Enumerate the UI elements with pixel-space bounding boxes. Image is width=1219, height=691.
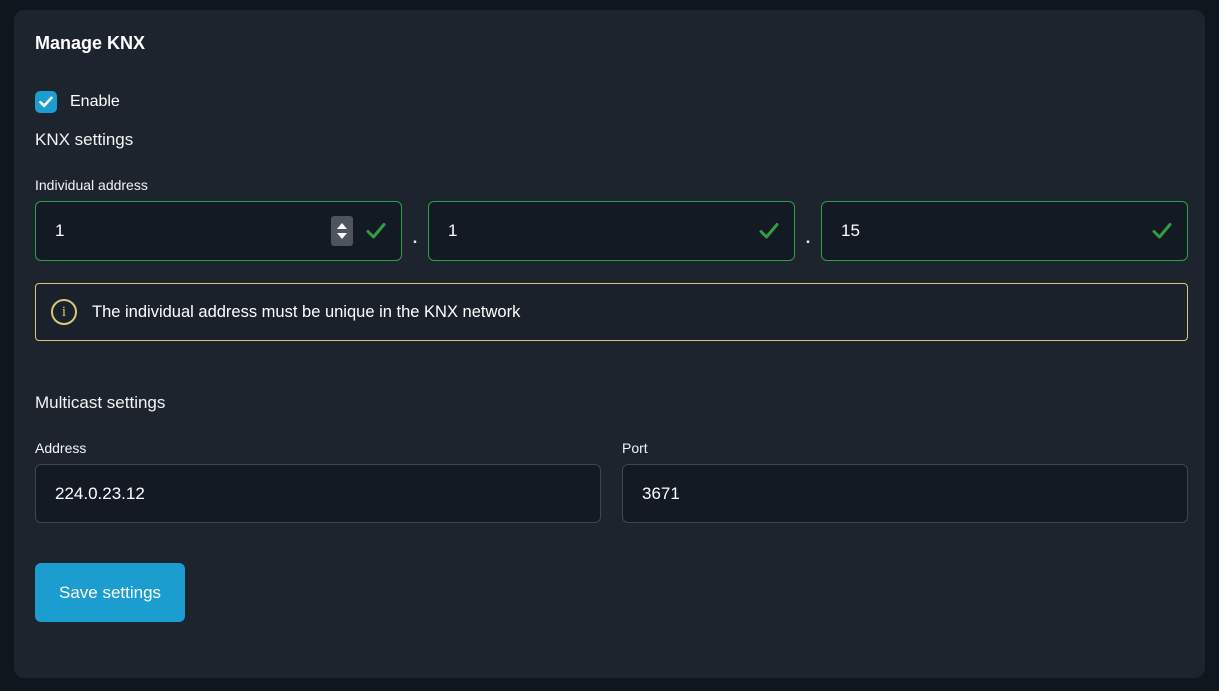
multicast-port-label: Port — [622, 440, 648, 456]
address-device-field — [821, 201, 1188, 261]
enable-checkbox[interactable] — [35, 91, 57, 113]
valid-check-icon — [1152, 223, 1172, 239]
save-settings-button[interactable]: Save settings — [35, 563, 186, 622]
valid-check-icon — [759, 223, 779, 239]
multicast-address-input[interactable] — [35, 464, 601, 523]
manage-knx-panel: Manage KNX Enable KNX settings Individua… — [14, 10, 1205, 678]
multicast-port-col: Port — [622, 440, 1188, 523]
address-area-field — [35, 201, 402, 261]
address-area-input[interactable] — [55, 221, 319, 241]
multicast-address-label: Address — [35, 440, 87, 456]
info-circle-icon — [51, 299, 77, 325]
address-separator: . — [412, 228, 418, 247]
enable-label: Enable — [70, 93, 120, 110]
knx-settings-heading: KNX settings — [35, 130, 134, 149]
address-line-input[interactable] — [448, 221, 746, 241]
info-banner: The individual address must be unique in… — [35, 283, 1188, 341]
spinner-down-icon[interactable] — [337, 233, 347, 239]
info-message: The individual address must be unique in… — [92, 302, 521, 321]
page-title: Manage KNX — [35, 33, 146, 53]
address-device-input[interactable] — [841, 221, 1139, 241]
enable-row: Enable — [35, 91, 1188, 113]
address-separator: . — [805, 228, 811, 247]
multicast-address-col: Address — [35, 440, 601, 523]
valid-check-icon — [366, 223, 386, 239]
checkbox-check-icon — [39, 96, 53, 108]
address-line-field — [428, 201, 795, 261]
multicast-port-input[interactable] — [622, 464, 1188, 523]
multicast-grid: Address Port — [35, 440, 1188, 523]
number-spinner[interactable] — [331, 216, 353, 246]
spinner-up-icon[interactable] — [337, 223, 347, 229]
multicast-settings-heading: Multicast settings — [35, 393, 166, 412]
individual-address-row: . . — [35, 201, 1188, 261]
individual-address-label: Individual address — [35, 177, 148, 193]
